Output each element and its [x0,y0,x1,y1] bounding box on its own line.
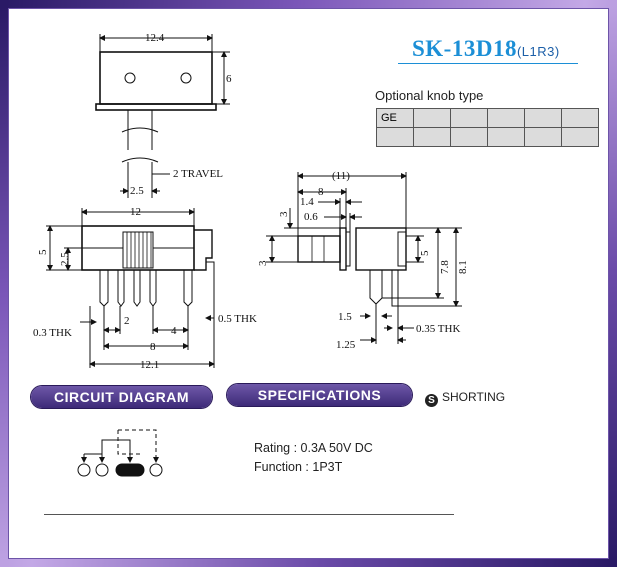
knob-cell [413,127,451,147]
side-b-label: 0.6 [304,211,318,223]
side-view [266,172,462,344]
front-offset-label: 2.5 [59,252,71,266]
side-d-label: 3 [257,260,269,266]
front-thick-left-label: 0.3 THK [33,327,72,339]
knob-cell [524,108,562,128]
circuit-diagram [77,429,163,477]
side-thick-label: 0.35 THK [416,323,460,335]
knob-cell [450,108,488,128]
top-width-label: 12.4 [145,32,165,44]
side-h1-label: 7.8 [439,260,451,274]
specifications-badge: SPECIFICATIONS [227,384,412,406]
top-travel-label: 2 TRAVEL [173,168,223,180]
model-title: SK-13D18(L1R3) [412,36,560,62]
model-suffix: (L1R3) [516,44,560,59]
top-view [95,34,230,198]
knob-row-2 [376,127,599,147]
knob-cell: GE [376,108,414,128]
top-pitch-label: 2.5 [130,185,144,197]
top-height-label: 6 [226,73,232,85]
function-text: Function : 1P3T [254,460,343,474]
side-f-label: 1.25 [336,339,356,351]
front-pin-span-label: 8 [150,341,156,353]
knob-cell [561,108,599,128]
side-a-label: 1.4 [300,196,314,208]
model-name: SK-13D18 [412,36,517,61]
shorting-icon: S [425,394,438,407]
shorting-note: S SHORTING [425,390,505,407]
front-height-label: 5 [37,249,49,255]
title-underline [398,63,578,64]
side-c-label: 3 [278,211,290,217]
side-total-label: (11) [332,170,350,182]
circuit-diagram-heading: CIRCUIT DIAGRAM [53,389,190,405]
front-pitch-label: 2 [124,315,130,327]
front-span-label: 4 [171,325,177,337]
front-thick-right-label: 0.5 THK [218,313,257,325]
knob-cell [524,127,562,147]
knob-cell [487,127,525,147]
shorting-label: SHORTING [442,390,506,404]
inner-frame [8,8,609,559]
side-body-label: 8 [318,186,324,198]
side-right-label: 5 [419,250,431,256]
front-view [46,208,215,368]
circuit-diagram-badge: CIRCUIT DIAGRAM [31,386,212,408]
front-width-label: 12 [130,206,141,218]
rating-text: Rating : 0.3A 50V DC [254,441,373,455]
specifications-heading: SPECIFICATIONS [257,387,382,403]
knob-type-table: GE [376,108,599,147]
knob-type-label: Optional knob type [375,88,484,103]
knob-cell [376,127,414,147]
knob-cell [450,127,488,147]
bottom-divider [44,514,454,515]
front-total-label: 12.1 [140,359,159,371]
knob-cell [561,127,599,147]
side-h2-label: 8.1 [457,260,469,274]
knob-row-1: GE [376,108,599,128]
side-e-label: 1.5 [338,311,352,323]
